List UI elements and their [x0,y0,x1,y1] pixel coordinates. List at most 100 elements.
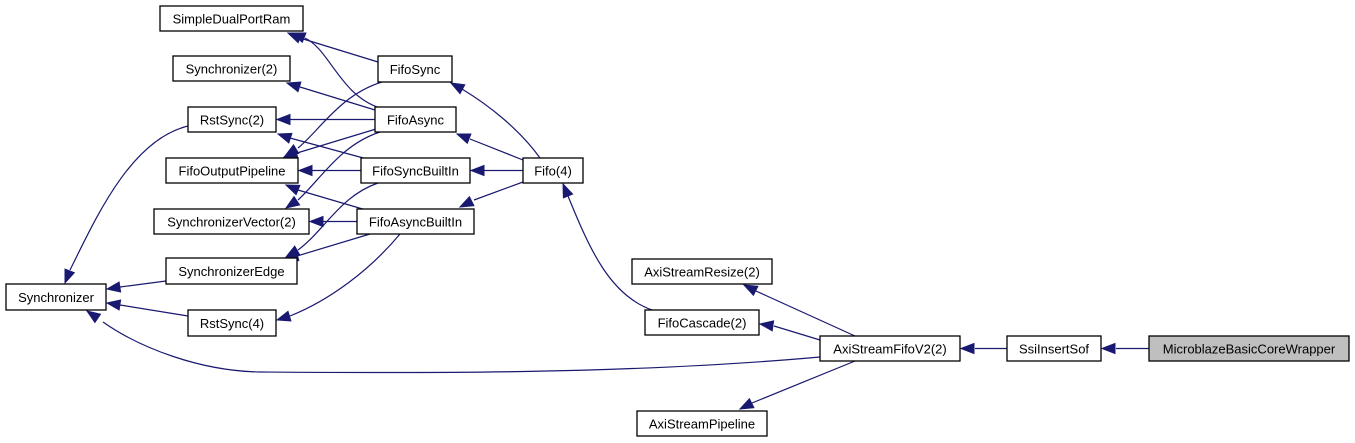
node-axresize[interactable]: AxiStreamResize(2) [631,258,773,285]
arrowhead-icon [290,32,307,44]
edge-fasyncbi-to-syncvec2 [308,215,357,228]
arrowhead-icon [275,113,291,126]
node-label: RstSync(2) [200,113,264,128]
arrowhead-icon [297,164,313,177]
edge-line [289,233,401,317]
edge-fasyncbi-to-rst4 [275,233,401,322]
node-label: FifoAsync [387,113,445,128]
node-axpipe[interactable]: AxiStreamPipeline [636,410,768,437]
node-label: AxiStreamFifoV2(2) [833,342,946,357]
node-label: SynchronizerVector(2) [167,215,296,230]
edge-fasyncbi-to-fop [284,184,367,211]
node-sync[interactable]: Synchronizer [5,283,107,311]
edge-rst2-to-sync [64,125,189,285]
edge-fasync-to-sdpr [290,32,381,109]
edge-line [751,360,856,404]
edge-fasyncbi-to-syncedge [283,233,371,262]
edge-fsyncbi-to-rst2 [276,132,368,160]
node-label: FifoAsyncBuiltIn [369,215,462,230]
node-fcascade[interactable]: FifoCascade(2) [644,309,760,336]
edge-line [297,189,367,211]
edge-fifo4-to-fasync [455,133,524,161]
arrowhead-icon [469,164,485,177]
node-fsync[interactable]: FifoSync [377,55,453,83]
edge-line [297,131,381,201]
arrowhead-icon [742,284,759,297]
arrowhead-icon [738,397,755,410]
node-box[interactable] [377,55,453,83]
arrowhead-icon [85,310,102,324]
node-ssi[interactable]: SsiInsertSof [1006,335,1102,362]
node-label: MicroblazeBasicCoreWrapper [1163,342,1336,357]
node-box[interactable] [187,106,277,133]
node-box[interactable] [644,309,760,336]
node-box[interactable] [172,55,291,82]
node-rst4[interactable]: RstSync(4) [187,309,277,337]
node-sdpr[interactable]: SimpleDualPortRam [159,5,304,32]
node-box[interactable] [165,257,298,285]
node-syncedge[interactable]: SynchronizerEdge [165,257,298,285]
node-box[interactable] [159,5,304,32]
edge-line [469,138,524,161]
edge-line [297,182,379,251]
edge-line [296,128,377,154]
node-label: FifoSyncBuiltIn [372,164,459,179]
arrowhead-icon [284,195,301,209]
node-label: AxiStreamResize(2) [644,265,760,280]
edge-line [289,137,368,160]
edge-fasync-to-rst2 [275,113,375,126]
node-box[interactable] [522,157,584,184]
edge-syncedge-to-sync [105,280,167,293]
node-label: AxiStreamPipeline [649,417,755,432]
edge-line [567,195,653,311]
node-rst2[interactable]: RstSync(2) [187,106,277,133]
edge-fifo4-to-fsyncbi [469,164,523,177]
node-box[interactable] [1148,335,1350,362]
edge-line [473,181,524,201]
node-box[interactable] [153,208,310,235]
node-fifo4[interactable]: Fifo(4) [522,157,584,184]
edge-line [299,86,376,111]
edge-rst4-to-sync [105,299,189,317]
node-fasync[interactable]: FifoAsync [374,106,457,133]
node-label: SynchronizerEdge [178,264,284,279]
node-box[interactable] [360,157,471,184]
edge-fasync-to-syncvec2 [284,131,381,209]
edge-fifo4-to-fsync [449,82,541,159]
node-box[interactable] [1006,335,1102,362]
node-axfifo[interactable]: AxiStreamFifoV2(2) [819,335,961,362]
node-box[interactable] [356,208,475,235]
arrowhead-icon [275,310,292,322]
node-box[interactable] [374,106,457,133]
node-box[interactable] [165,157,299,184]
edge-fasync-to-sync2 [285,81,376,111]
arrowhead-icon [562,182,574,199]
node-box[interactable] [187,309,277,337]
arrowhead-icon [105,281,122,293]
node-syncvec2[interactable]: SynchronizerVector(2) [153,208,310,235]
node-sync2[interactable]: Synchronizer(2) [172,55,291,82]
node-box[interactable] [631,258,773,285]
node-mbw[interactable]: MicroblazeBasicCoreWrapper [1148,335,1350,362]
node-box[interactable] [636,410,768,437]
node-label: Synchronizer(2) [186,62,278,77]
node-box[interactable] [5,283,107,311]
arrowhead-icon [105,299,122,311]
edge-mbw-to-ssi [1100,342,1149,355]
edge-line [102,321,821,374]
arrowhead-icon [455,133,472,145]
edge-line [119,280,167,288]
edge-line [119,304,189,317]
node-fsyncbi[interactable]: FifoSyncBuiltIn [360,157,471,184]
edge-fifo4-to-fasyncbi [458,181,524,208]
node-label: RstSync(4) [200,316,264,331]
edges-layer [64,32,1149,410]
edge-axfifo-to-axresize [742,284,856,337]
node-box[interactable] [819,335,961,362]
node-fop[interactable]: FifoOutputPipeline [165,157,299,184]
edge-line [755,290,856,337]
edge-axfifo-to-fcascade [758,320,821,341]
node-fasyncbi[interactable]: FifoAsyncBuiltIn [356,208,475,235]
